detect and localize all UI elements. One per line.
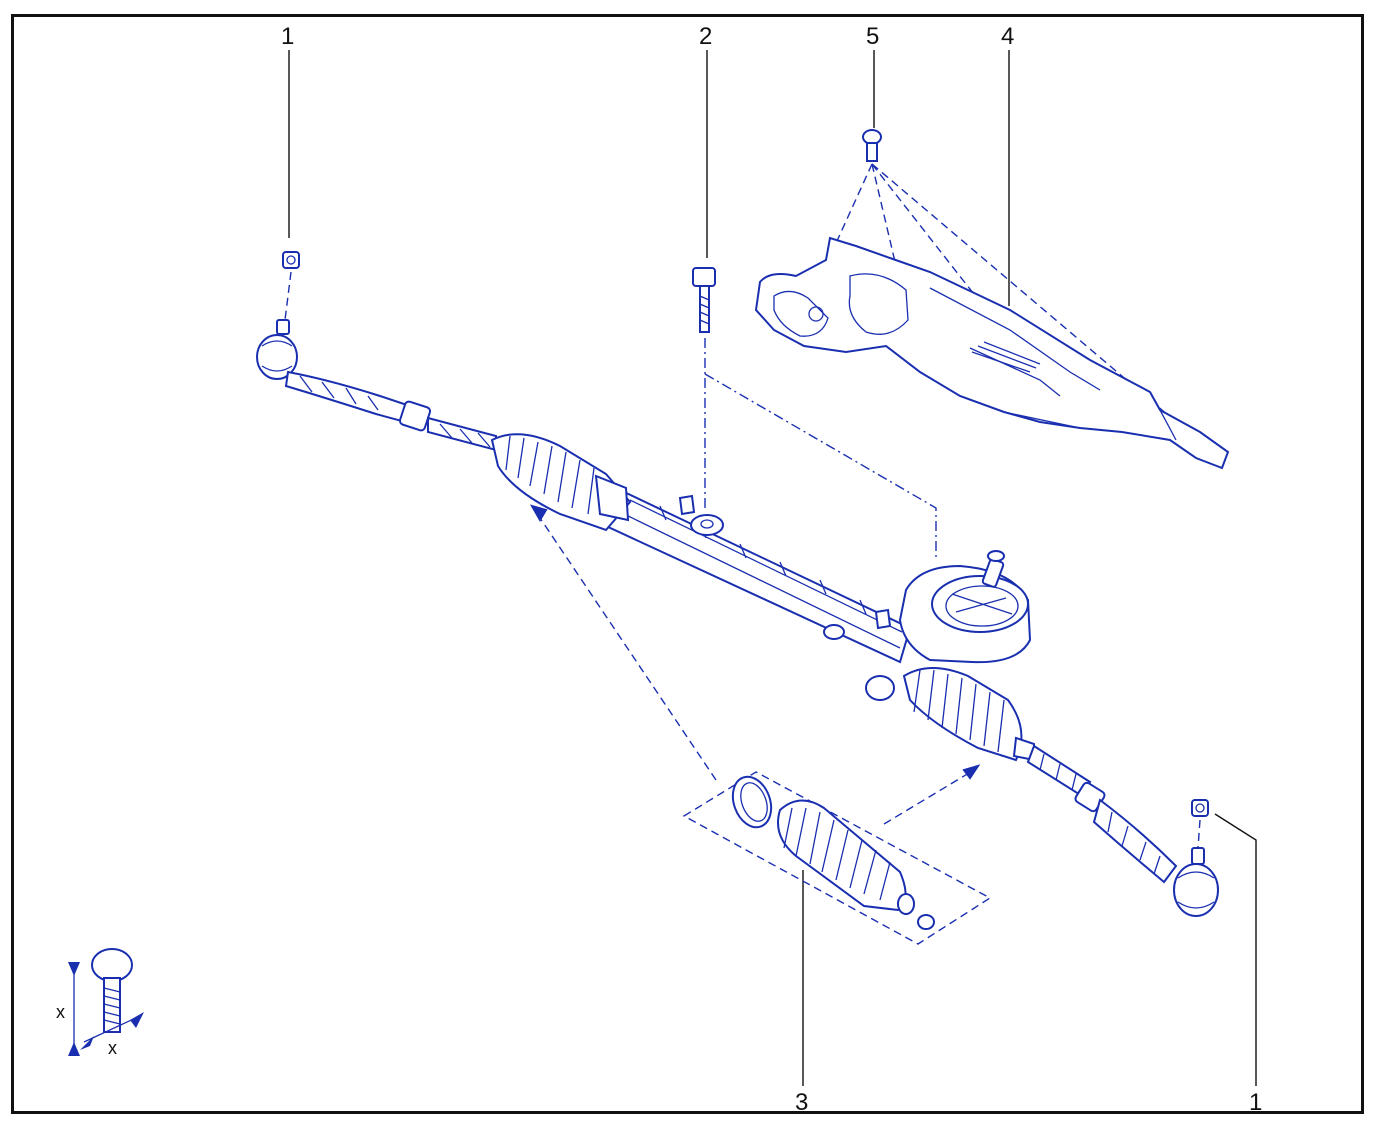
arrow-diag-left-icon <box>80 1036 94 1050</box>
leader-1-right <box>1214 813 1257 1086</box>
diagram-frame <box>11 14 1364 1114</box>
arrow-down-icon <box>68 962 80 976</box>
tie-rod-end-left <box>256 319 432 432</box>
arrow-diag-right-icon <box>130 1012 144 1028</box>
tie-rod-nut-left <box>282 251 300 321</box>
steering-rack-tube <box>427 416 912 701</box>
tie-rod-end-right <box>1173 847 1219 917</box>
tie-rod-nut-right <box>1191 799 1209 849</box>
torque-x-horizontal: x <box>108 1038 117 1058</box>
callout-4: 4 <box>1001 23 1014 50</box>
bellows-boot-left-installed <box>490 433 632 532</box>
callout-1-right: 1 <box>1249 1089 1262 1116</box>
tie-rod-right <box>1026 744 1178 884</box>
arrow-up-icon <box>68 1042 80 1056</box>
boot-clamp-large <box>731 775 773 829</box>
callout-2: 2 <box>699 23 712 50</box>
steering-gear-housing <box>898 550 1032 664</box>
torque-x-vertical: x <box>56 1002 65 1022</box>
boot-clamp-small <box>917 914 935 930</box>
bolt-torque-symbol: x x <box>56 948 144 1058</box>
heat-shield-4 <box>754 236 1230 470</box>
callout-5: 5 <box>866 23 879 50</box>
bellows-boot-right-installed <box>902 667 1035 762</box>
callout-3: 3 <box>795 1089 808 1116</box>
boot-kit-3 <box>529 504 992 945</box>
mounting-bolt-2 <box>692 267 937 560</box>
callout-1-left: 1 <box>281 23 294 50</box>
